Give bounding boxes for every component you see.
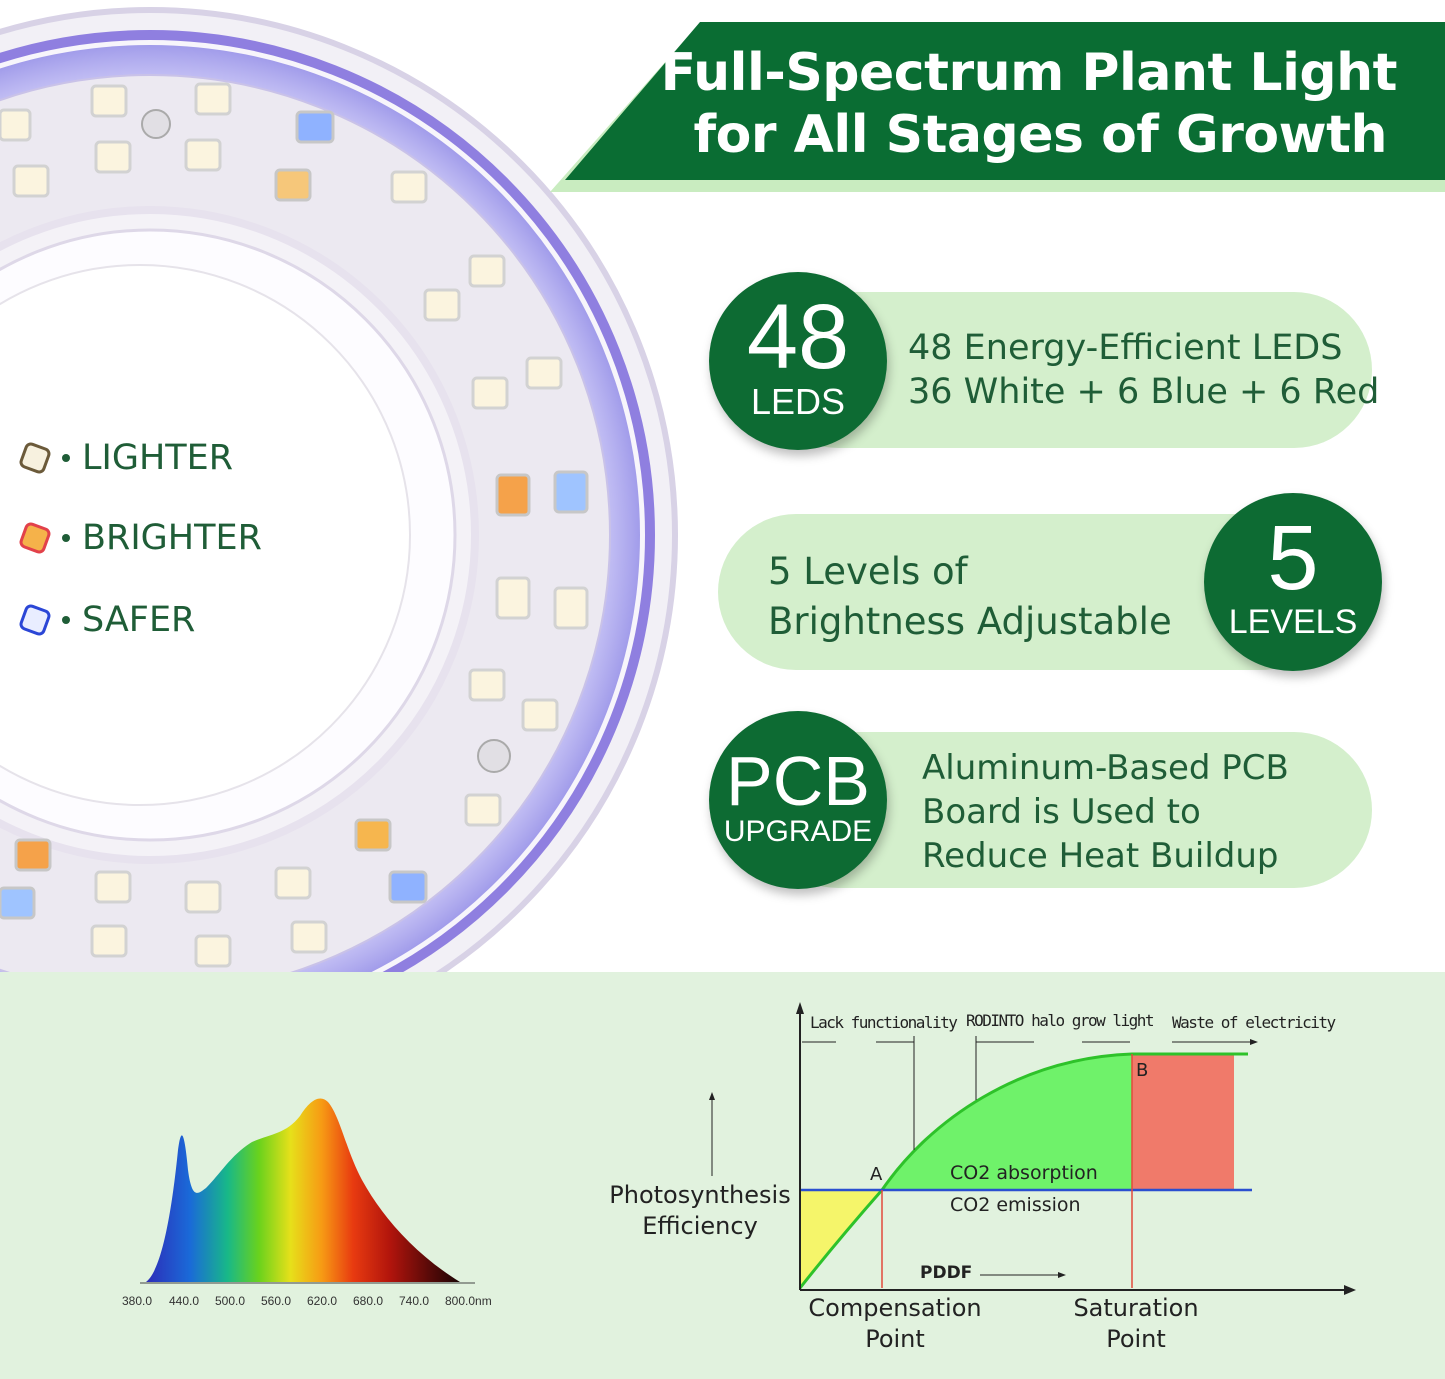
badge-pcb-upgrade: PCB UPGRADE [709, 711, 887, 889]
spectrum-tick-740: 740.0 [399, 1294, 430, 1308]
badge-pcb-label: UPGRADE [723, 815, 873, 848]
y-axis-label: Photosynthesis Efficiency [600, 1180, 800, 1242]
legend-label-safer: SAFER [82, 600, 196, 640]
pddf-label: PDDF [920, 1263, 973, 1283]
badge-48-number: 48 [746, 286, 850, 388]
legend-label-brighter: BRIGHTER [82, 518, 262, 558]
red-led-icon [19, 522, 51, 554]
label-waste-electricity: Waste of electricity [1172, 1013, 1336, 1032]
y-axis-label-line-2: Efficiency [642, 1212, 758, 1240]
spectrum-tick-800: 800.0nm [445, 1294, 492, 1308]
label-halo-grow-light: RODINTO halo grow light [966, 1011, 1155, 1030]
badge-48-leds: 48 LEDS [709, 272, 887, 450]
point-b-label: B [1136, 1060, 1149, 1081]
title-line-2: for All Stages of Growth [693, 105, 1388, 165]
co2-emission-label: CO2 emission [950, 1194, 1081, 1216]
feature-text-levels: 5 Levels of Brightness Adjustable [768, 547, 1172, 647]
feature-levels-line-1: 5 Levels of [768, 550, 968, 593]
legend-bullet [62, 454, 70, 462]
badge-5-label: LEVELS [1228, 603, 1358, 641]
compensation-point-label: Compensation Point [790, 1293, 1000, 1355]
feature-leds-line-2: 36 White + 6 Blue + 6 Red [908, 372, 1380, 412]
led-chips [0, 82, 589, 968]
badge-5-levels: 5 LEVELS [1204, 493, 1382, 671]
badge-5-number: 5 [1267, 507, 1319, 609]
legend-label-lighter: LIGHTER [82, 438, 234, 478]
feature-levels-line-2: Brightness Adjustable [768, 600, 1172, 643]
compensation-line-2: Point [865, 1325, 925, 1353]
photosynthesis-curve-diagram [709, 1002, 1356, 1295]
spectrum-tick-440: 440.0 [169, 1294, 200, 1308]
feature-text-pcb: Aluminum-Based PCB Board is Used to Redu… [922, 746, 1289, 878]
feature-pcb-line-1: Aluminum-Based PCB [922, 748, 1289, 788]
saturation-line-2: Point [1106, 1325, 1166, 1353]
spectrum-tick-380: 380.0 [122, 1294, 153, 1308]
spectrum-tick-560: 560.0 [261, 1294, 292, 1308]
badge-48-label: LEDS [750, 381, 846, 422]
legend-bullet [62, 534, 70, 542]
feature-leds-line-1: 48 Energy-Efficient LEDS [908, 328, 1343, 368]
blue-led-icon [19, 604, 51, 636]
feature-pcb-line-2: Board is Used to [922, 792, 1201, 832]
saturation-point-label: Saturation Point [1056, 1293, 1216, 1355]
y-axis-label-line-1: Photosynthesis [609, 1181, 791, 1209]
saturation-line-1: Saturation [1073, 1294, 1199, 1322]
spectrum-tick-620: 620.0 [307, 1294, 338, 1308]
led-ring-image [0, 7, 678, 1063]
badge-pcb-text: PCB [726, 742, 870, 820]
title-line-1: Full-Spectrum Plant Light [660, 43, 1398, 103]
compensation-line-1: Compensation [808, 1294, 982, 1322]
page-title: Full-Spectrum Plant Light for All Stages… [597, 42, 1398, 166]
feature-text-leds: 48 Energy-Efficient LEDS 36 White + 6 Bl… [908, 326, 1379, 414]
legend-safer: SAFER [18, 600, 195, 640]
feature-pcb-line-3: Reduce Heat Buildup [922, 836, 1279, 876]
point-a-label: A [870, 1164, 883, 1185]
label-lack-functionality: Lack functionality [810, 1013, 958, 1032]
legend-lighter: LIGHTER [18, 438, 233, 478]
title-banner [550, 22, 1445, 192]
spectrum-tick-680: 680.0 [353, 1294, 384, 1308]
co2-absorption-label: CO2 absorption [950, 1162, 1098, 1184]
spectrum-tick-500: 500.0 [215, 1294, 246, 1308]
legend-brighter: BRIGHTER [18, 518, 262, 558]
light-spectrum-graph [140, 1098, 475, 1284]
white-led-icon [19, 442, 51, 474]
legend-bullet [62, 616, 70, 624]
